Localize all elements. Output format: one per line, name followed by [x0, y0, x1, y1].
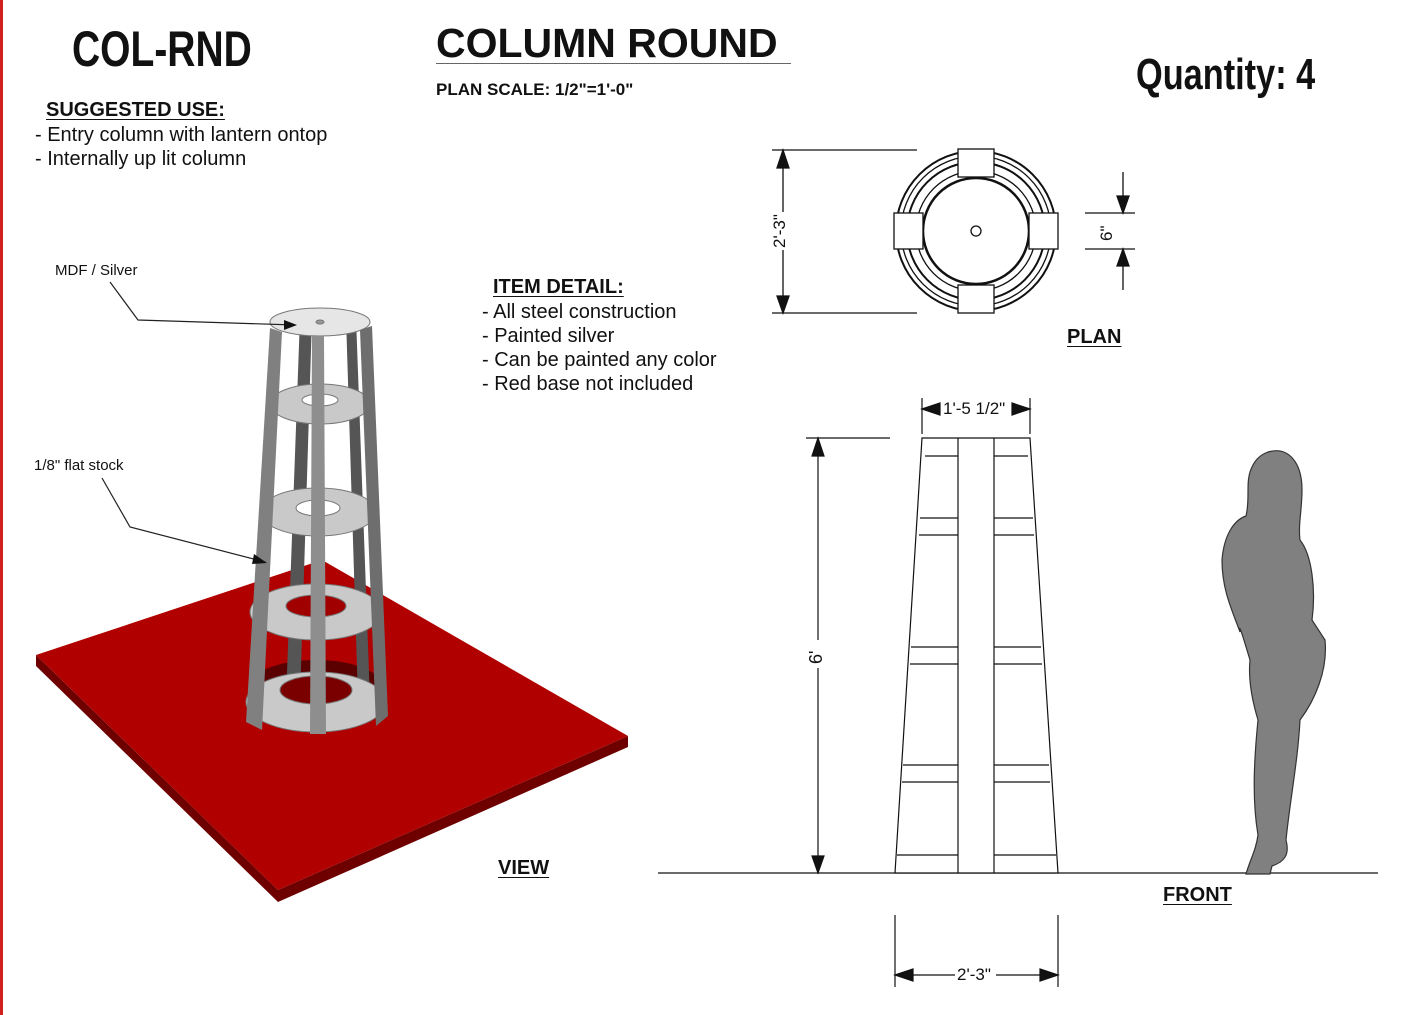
callout-frame-material: 1/8" flat stock — [34, 457, 124, 474]
list-item: - Painted silver — [482, 325, 615, 347]
red-base-side — [36, 655, 628, 902]
page-title: COLUMN ROUND — [436, 20, 778, 66]
quantity: Quantity: 4 — [1136, 50, 1316, 99]
dim-height: 6' — [806, 650, 826, 664]
item-detail-heading: ITEM DETAIL: — [493, 276, 624, 298]
list-item: - Entry column with lantern ontop — [35, 124, 328, 146]
margin-line — [0, 0, 3, 1015]
list-item: - Can be painted any color — [482, 349, 717, 371]
list-item: - Red base not included — [482, 373, 694, 395]
callout-top-material: MDF / Silver — [55, 262, 138, 279]
plan-view — [772, 147, 1135, 315]
suggested-use-heading: SUGGESTED USE: — [46, 99, 225, 121]
dim-top-width: 1'-5 1/2" — [943, 399, 1006, 418]
dim-plan-depth: 2'-3" — [770, 214, 789, 248]
human-scale-silhouette — [1221, 450, 1327, 875]
arrow-icon — [252, 554, 267, 564]
plan-label: PLAN — [1067, 326, 1122, 348]
view-label: VIEW — [498, 857, 550, 879]
arrow-icon — [284, 320, 297, 330]
item-code: COL-RND — [72, 21, 252, 77]
isometric-view — [36, 281, 628, 902]
leader-line — [101, 477, 266, 563]
frame-bar — [310, 336, 326, 734]
list-item: - All steel construction — [482, 301, 677, 323]
frame-bar — [360, 326, 388, 726]
dim-plan-strip: 6" — [1097, 225, 1116, 242]
plan-scale: PLAN SCALE: 1/2"=1'-0" — [436, 80, 634, 99]
title-underline — [436, 63, 791, 64]
item-detail-list: - All steel construction - Painted silve… — [482, 300, 717, 396]
dim-base-width: 2'-3" — [957, 965, 991, 984]
frame-bar — [246, 328, 282, 730]
leader-line — [109, 281, 296, 326]
list-item: - Internally up lit column — [35, 148, 247, 170]
front-view — [658, 398, 1378, 987]
front-label: FRONT — [1163, 884, 1232, 906]
suggested-use-list: - Entry column with lantern ontop - Inte… — [35, 123, 327, 171]
